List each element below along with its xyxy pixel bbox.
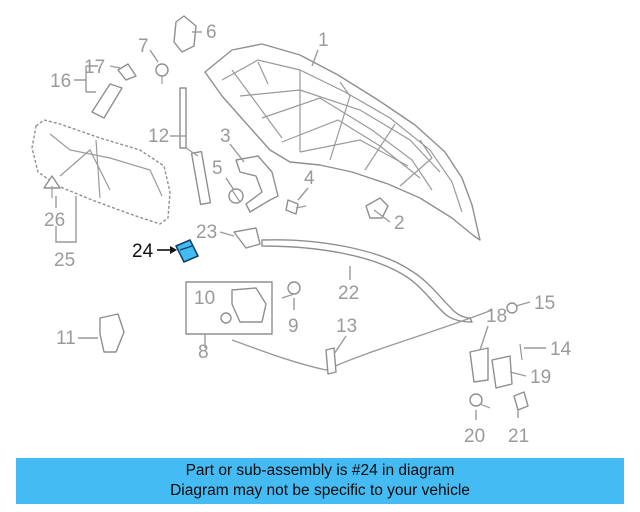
info-banner: Part or sub-assembly is #24 in diagram D…	[16, 458, 624, 504]
cable-grommet	[506, 302, 518, 314]
callout-12: 12	[148, 126, 169, 147]
callout-15: 15	[534, 293, 555, 314]
callout-3: 3	[220, 126, 231, 147]
hood-striker	[99, 313, 125, 353]
leader-lines	[55, 31, 546, 420]
callout-13: 13	[336, 316, 357, 337]
callout-21: 21	[508, 426, 529, 447]
callout-7: 7	[138, 36, 149, 57]
seal-strip	[91, 63, 137, 119]
latch-spring	[519, 343, 523, 361]
callout-25: 25	[54, 250, 75, 271]
callout-23: 23	[196, 222, 217, 243]
bolt-4	[285, 199, 307, 215]
callout-22: 22	[338, 283, 359, 304]
hood-insulator	[31, 119, 171, 225]
callout-11: 11	[56, 328, 76, 349]
hood-clip-highlighted	[174, 239, 200, 263]
latch-release-box	[185, 281, 273, 335]
hood-strut	[179, 87, 212, 206]
banner-line-disclaimer: Diagram may not be specific to your vehi…	[170, 482, 470, 499]
callout-4: 4	[304, 168, 315, 189]
hood-panel	[204, 43, 481, 241]
bolt-9	[281, 281, 301, 299]
callout-5: 5	[212, 158, 223, 179]
bumper-stop	[365, 197, 389, 219]
callout-18: 18	[486, 306, 507, 327]
hood-bumper	[228, 188, 244, 204]
callout-2: 2	[394, 213, 405, 234]
callout-20: 20	[464, 426, 485, 447]
banner-line-part: Part or sub-assembly is #24 in diagram	[185, 462, 455, 479]
callout-17: 17	[84, 57, 105, 78]
insulator-clip	[43, 175, 61, 198]
hood-hinge	[235, 155, 279, 213]
callout-14: 14	[550, 339, 572, 360]
hood-latch	[469, 347, 513, 389]
latch-bracket-21	[513, 391, 529, 411]
bolt-20	[469, 393, 491, 409]
callout-24: 24	[132, 241, 154, 262]
callout-26: 26	[44, 210, 65, 231]
bracket-23	[233, 227, 261, 249]
callout-8: 8	[198, 342, 209, 363]
callout-16: 16	[50, 71, 71, 92]
callout-10: 10	[194, 288, 215, 309]
bolt-7	[155, 63, 169, 84]
callout-6: 6	[206, 22, 217, 43]
release-cable	[231, 309, 493, 375]
callout-1: 1	[318, 30, 329, 51]
hood-seal	[261, 239, 473, 323]
hinge-cap	[173, 15, 197, 53]
callout-19: 19	[530, 367, 551, 388]
callout-9: 9	[288, 316, 299, 337]
callout-numbers: 1 2 3 4 5 6 7 8 9 10 11 12 13 14 15 16 1…	[44, 22, 572, 447]
